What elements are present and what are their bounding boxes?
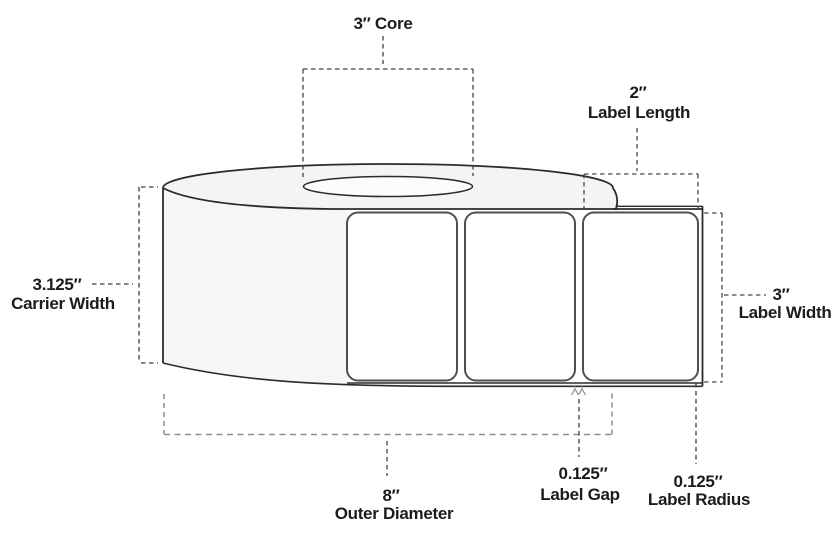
label-1 bbox=[346, 211, 458, 382]
label-radius-value: 0.125″ bbox=[674, 472, 723, 491]
core-dimension-text: 3″ Core bbox=[354, 14, 413, 33]
label-length-value: 2″ bbox=[630, 83, 647, 102]
gap-arrow-right bbox=[577, 387, 587, 396]
dimension-texts: 3″ Core 2″ Label Length 3.125″ Carrier W… bbox=[11, 14, 832, 523]
carrier-width-value: 3.125″ bbox=[33, 275, 82, 294]
label-width-dimension-lines bbox=[704, 212, 766, 383]
roll-bottom-arc bbox=[162, 362, 703, 388]
core-hole bbox=[302, 175, 474, 198]
label-gap-value: 0.125″ bbox=[559, 464, 608, 483]
label-width-label: Label Width bbox=[739, 303, 832, 322]
label-2 bbox=[464, 211, 576, 382]
outer-diameter-label: Outer Diameter bbox=[335, 504, 454, 523]
label-length-dimension-lines bbox=[583, 128, 699, 208]
outer-diameter-value: 8″ bbox=[383, 486, 400, 505]
label-radius-label: Label Radius bbox=[648, 490, 750, 509]
label-gap-label: Label Gap bbox=[540, 485, 620, 504]
label-3 bbox=[582, 211, 699, 382]
label-width-value: 3″ bbox=[773, 285, 790, 304]
gap-arrow-left bbox=[570, 387, 580, 396]
carrier-width-dimension-lines bbox=[92, 186, 158, 364]
core-dimension-lines bbox=[302, 36, 474, 177]
outer-diameter-dimension-lines bbox=[163, 392, 613, 476]
carrier-width-label: Carrier Width bbox=[11, 294, 115, 313]
label-gap-dimension-lines bbox=[570, 385, 587, 457]
labels bbox=[346, 211, 699, 382]
label-length-label: Label Length bbox=[588, 103, 690, 122]
